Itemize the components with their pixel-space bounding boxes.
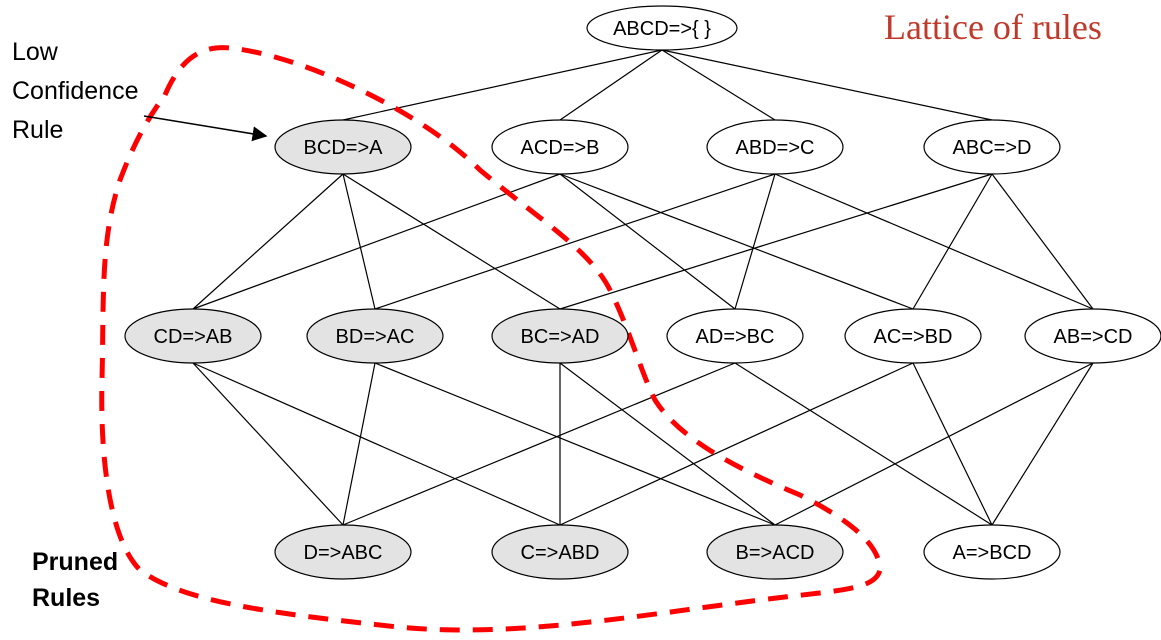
- rule-node-ellipse: [923, 119, 1061, 175]
- rule-node-label: A=>BCD: [953, 542, 1032, 564]
- rule-node-ellipse: [124, 308, 262, 364]
- edge-BCD-BD: [342, 173, 376, 310]
- edge-AD-D: [342, 362, 736, 526]
- rule-node-AC: AC=>BD: [844, 308, 982, 364]
- rule-node-C: C=>ABD: [491, 524, 629, 580]
- rule-node-ellipse: [666, 308, 804, 364]
- rule-node-B: B=>ACD: [706, 524, 844, 580]
- rule-node-ellipse: [923, 524, 1061, 580]
- pruned-region-boundary: [99, 45, 883, 633]
- edge-BCD-CD: [192, 173, 344, 310]
- edge-AC-A: [912, 362, 993, 526]
- edge-ABC-BC: [559, 173, 993, 310]
- label-line: Low: [12, 38, 58, 66]
- edge-BC-B: [559, 362, 776, 526]
- rule-node-label: D=>ABC: [304, 542, 383, 564]
- low-confidence-label: Low Confidence Rule: [12, 33, 138, 150]
- label-line: Rule: [12, 116, 64, 144]
- edge-BD-D: [342, 362, 376, 526]
- rule-node-BCD: BCD=>A: [274, 119, 412, 175]
- rule-node-label: ABC=>D: [953, 137, 1032, 159]
- rule-node-label: BD=>AC: [336, 326, 415, 348]
- rule-node-label: ABCD=>{ }: [613, 18, 711, 40]
- rule-node-CD: CD=>AB: [124, 308, 262, 364]
- rule-node-ABD: ABD=>C: [706, 119, 844, 175]
- edge-BCD-BC: [342, 173, 561, 310]
- rule-node-label: BCD=>A: [304, 137, 384, 159]
- edge-ABCD-ABD: [661, 49, 776, 121]
- edge-BD-B: [374, 362, 776, 526]
- edge-ABCD-BCD: [342, 49, 663, 121]
- rule-node-label: ACD=>B: [521, 137, 600, 159]
- edge-ABC-AB: [991, 173, 1094, 310]
- rule-node-BD: BD=>AC: [306, 308, 444, 364]
- low-confidence-arrow: [143, 115, 268, 142]
- edge-ACD-CD: [192, 173, 561, 310]
- rule-node-ellipse: [1024, 308, 1161, 364]
- rule-node-label: AC=>BD: [874, 326, 953, 348]
- rule-node-ellipse: [844, 308, 982, 364]
- rule-node-ellipse: [706, 119, 844, 175]
- rule-node-label: CD=>AB: [154, 326, 233, 348]
- edge-ABD-AD: [734, 173, 776, 310]
- edge-ACD-AC: [559, 173, 914, 310]
- edge-ABD-BD: [374, 173, 776, 310]
- rule-node-ellipse: [706, 524, 844, 580]
- rule-node-ellipse: [586, 5, 738, 51]
- rule-node-label: BC=>AD: [521, 326, 600, 348]
- edge-AB-B: [774, 362, 1094, 526]
- rule-node-AD: AD=>BC: [666, 308, 804, 364]
- rule-node-ABCD: ABCD=>{ }: [586, 5, 738, 51]
- rule-node-D: D=>ABC: [274, 524, 412, 580]
- edge-ABD-AB: [774, 173, 1094, 310]
- rule-node-ellipse: [491, 119, 629, 175]
- diagram-title: Lattice of rules: [884, 7, 1102, 47]
- rule-node-label: ABD=>C: [736, 137, 815, 159]
- rule-node-ellipse: [491, 524, 629, 580]
- rule-node-ellipse: [491, 308, 629, 364]
- rule-node-ellipse: [274, 524, 412, 580]
- edge-ABC-AC: [912, 173, 993, 310]
- label-line: Pruned: [32, 548, 119, 576]
- edge-ABCD-ACD: [559, 49, 663, 121]
- edge-AC-C: [559, 362, 914, 526]
- edge-CD-D: [192, 362, 344, 526]
- rule-node-ACD: ACD=>B: [491, 119, 629, 175]
- rule-node-label: AD=>BC: [696, 326, 775, 348]
- rule-node-ABC: ABC=>D: [923, 119, 1061, 175]
- edge-AB-A: [991, 362, 1094, 526]
- rule-node-BC: BC=>AD: [491, 308, 629, 364]
- rule-node-label: AB=>CD: [1054, 326, 1133, 348]
- rule-node-label: C=>ABD: [521, 542, 600, 564]
- label-line: Rules: [32, 584, 101, 612]
- pruned-rules-label: Pruned Rules: [32, 544, 118, 616]
- rule-node-ellipse: [306, 308, 444, 364]
- rule-node-label: B=>ACD: [736, 542, 815, 564]
- edge-ABCD-ABC: [661, 49, 993, 121]
- rule-node-ellipse: [274, 119, 412, 175]
- edge-CD-C: [192, 362, 561, 526]
- edge-AD-A: [734, 362, 993, 526]
- rule-node-A: A=>BCD: [923, 524, 1061, 580]
- label-line: Confidence: [12, 77, 139, 105]
- rule-node-AB: AB=>CD: [1024, 308, 1161, 364]
- edge-ACD-AD: [559, 173, 736, 310]
